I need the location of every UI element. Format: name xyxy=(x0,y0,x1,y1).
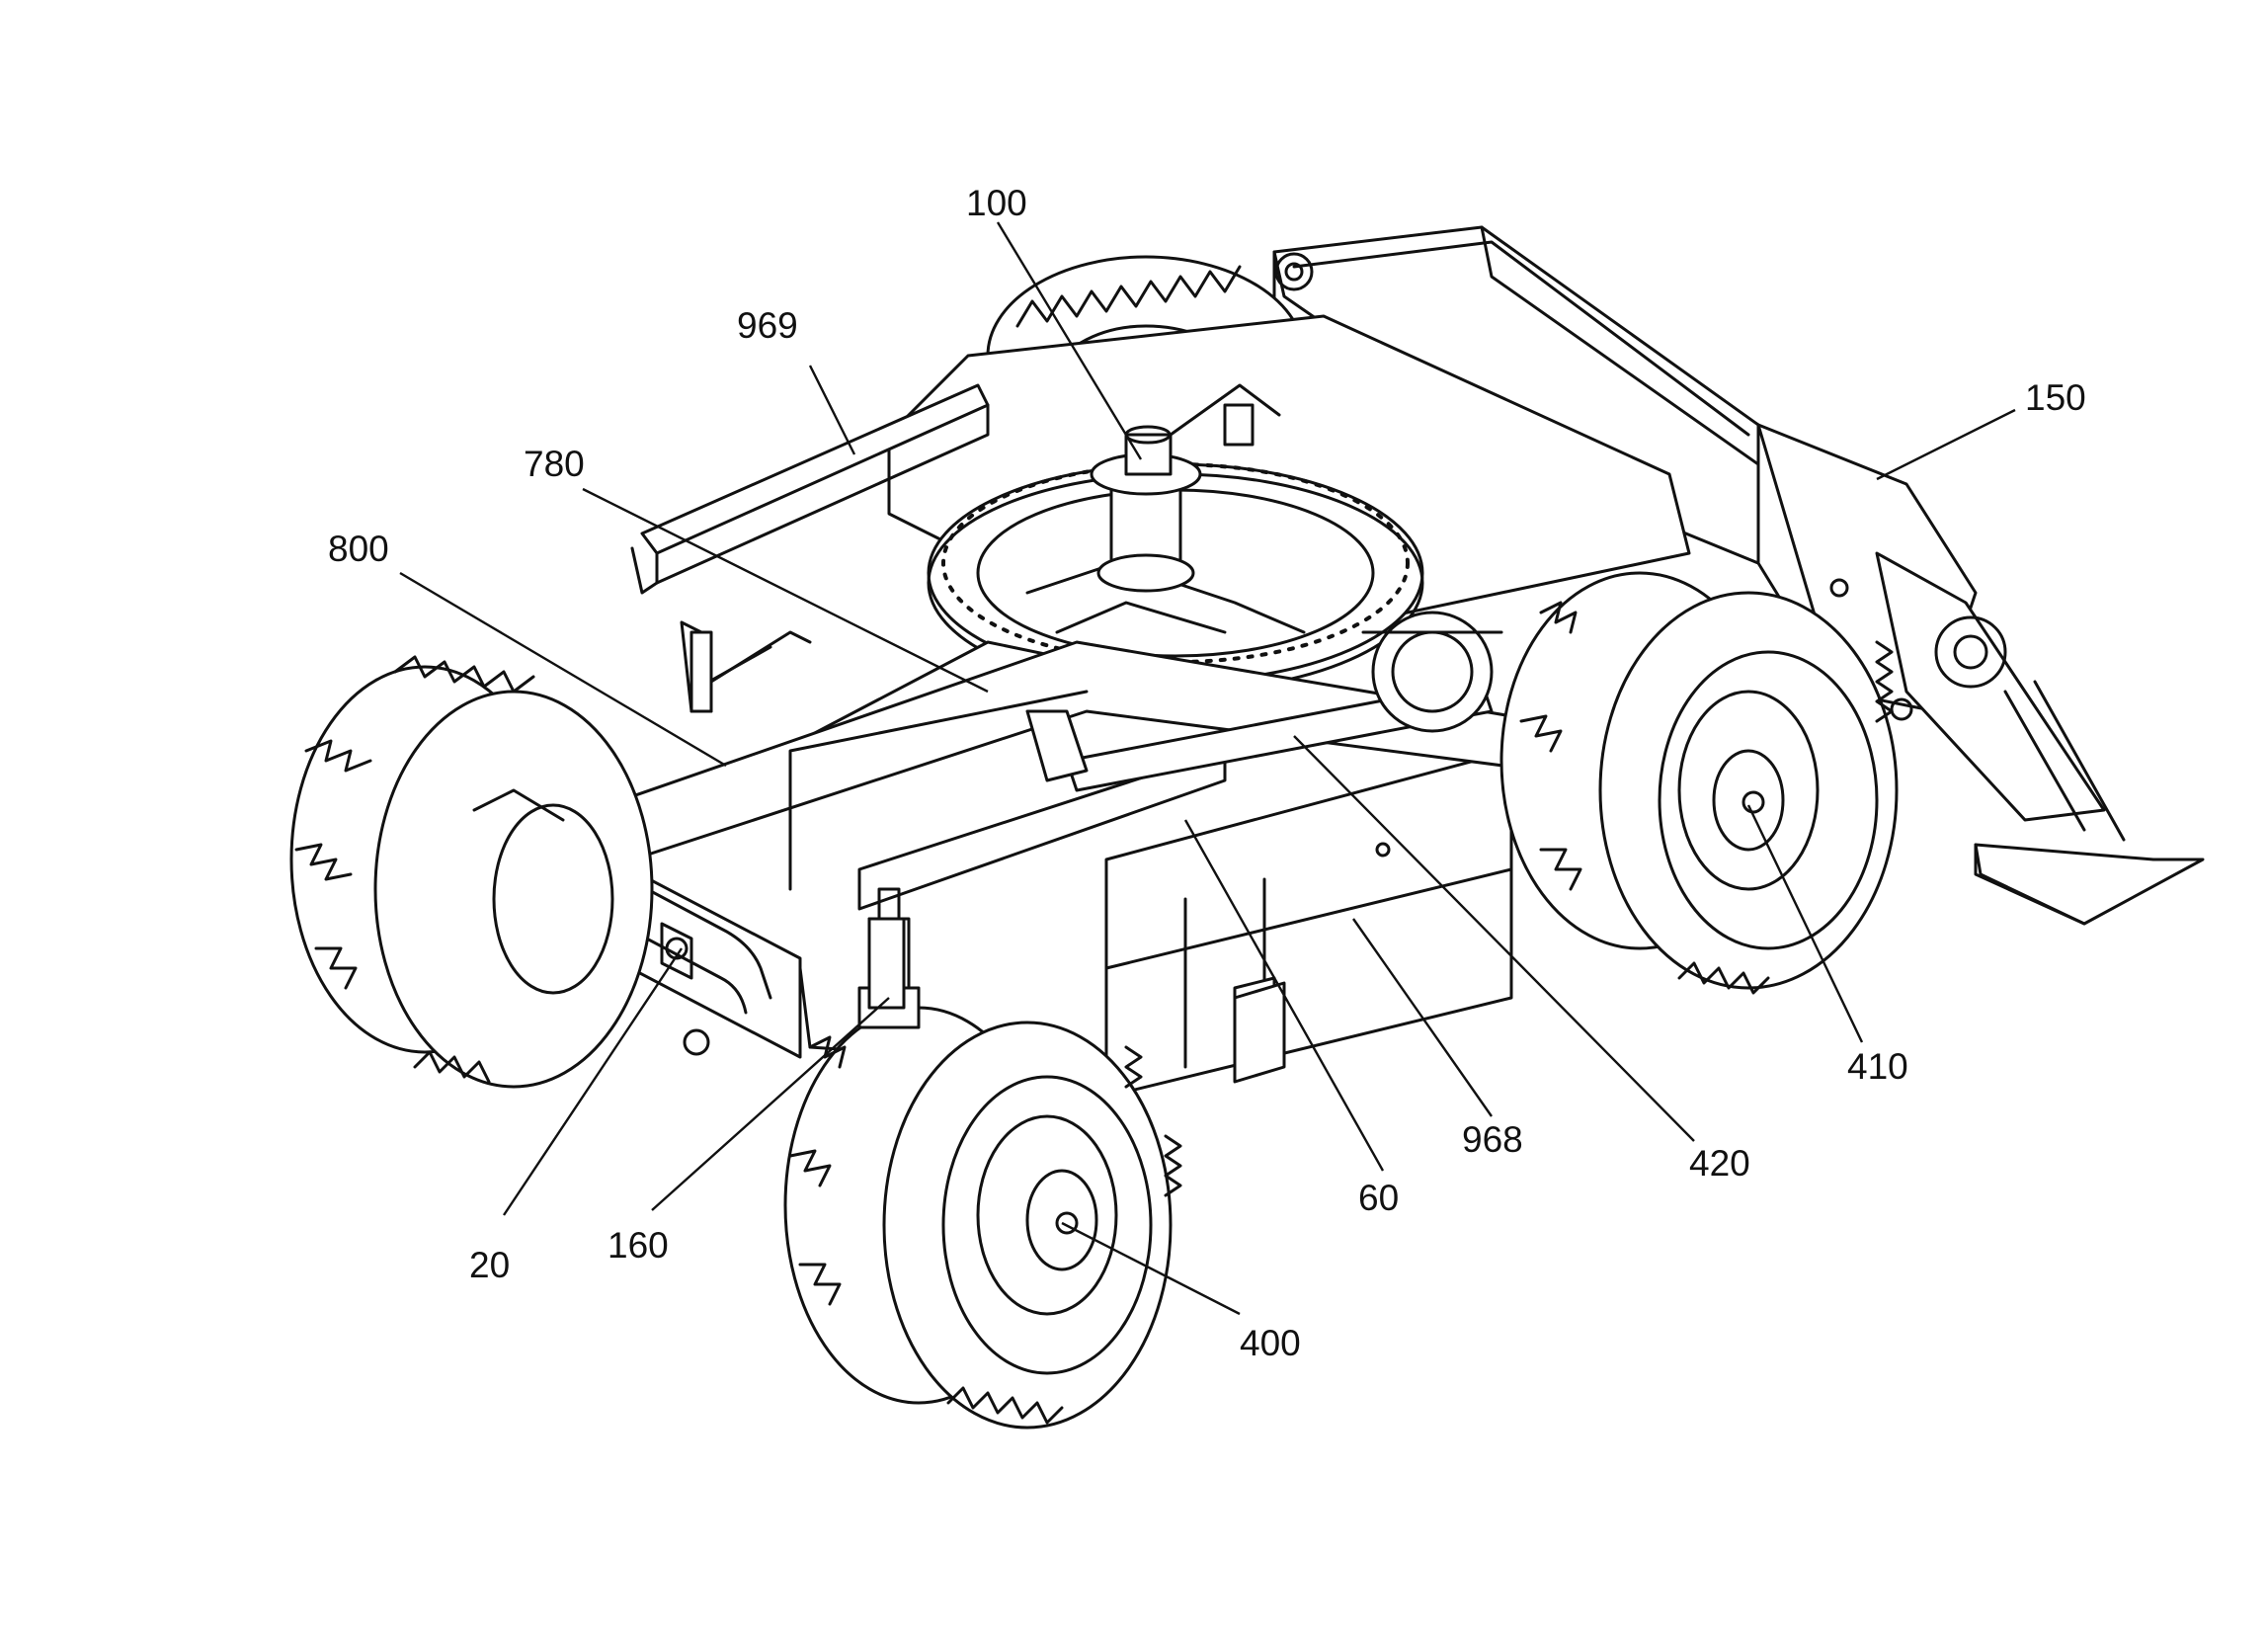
label-400: 400 xyxy=(1240,1323,1301,1363)
leader-20 xyxy=(503,947,683,1216)
label-60: 60 xyxy=(1358,1178,1399,1218)
label-969: 969 xyxy=(737,305,798,346)
front-right-tire-pair xyxy=(783,887,1182,1430)
leader-160 xyxy=(651,997,890,1211)
reference-numerals: 100 969 150 780 800 410 968 420 60 20 16… xyxy=(328,183,2086,1363)
label-160: 160 xyxy=(608,1225,669,1266)
hydraulic-cylinder xyxy=(867,917,906,1010)
label-150: 150 xyxy=(2025,377,2086,418)
rear-right-tire-pair xyxy=(1499,571,1899,995)
leader-969 xyxy=(808,365,856,455)
leader-410 xyxy=(1746,804,1864,1043)
label-410: 410 xyxy=(1847,1046,1908,1087)
leader-968 xyxy=(1352,918,1493,1117)
label-968: 968 xyxy=(1462,1119,1523,1160)
leader-780 xyxy=(582,487,989,694)
leader-100 xyxy=(996,221,1143,460)
turntable-ring xyxy=(887,314,1691,694)
leader-400 xyxy=(1061,1221,1241,1316)
label-800: 800 xyxy=(328,529,389,569)
left-channel-frame xyxy=(630,383,990,713)
label-420: 420 xyxy=(1689,1143,1750,1184)
leader-150 xyxy=(1876,408,2016,481)
label-100: 100 xyxy=(966,183,1027,223)
leader-60 xyxy=(1183,819,1385,1172)
leader-800 xyxy=(399,571,727,768)
leader-420 xyxy=(1293,735,1695,1142)
label-20: 20 xyxy=(469,1245,510,1285)
vehicle-chassis-drawing xyxy=(289,225,2205,1430)
leader-lines xyxy=(399,221,2016,1316)
front-left-tire-pair xyxy=(289,655,654,1089)
label-780: 780 xyxy=(524,444,585,484)
drive-shaft xyxy=(1025,611,1503,792)
